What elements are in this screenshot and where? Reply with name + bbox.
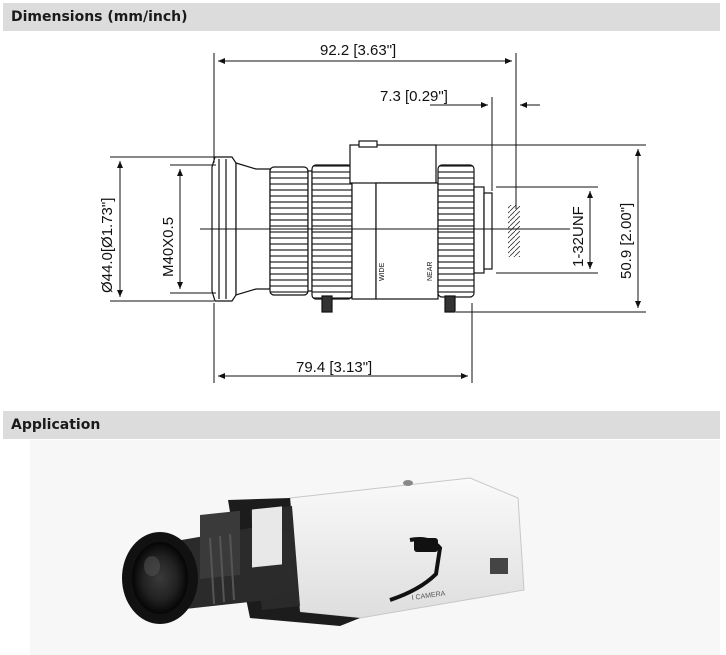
front-thread-label: M40X0.5 bbox=[160, 217, 177, 277]
camera-brand-text: I CAMERA bbox=[411, 590, 446, 602]
front-diameter-label: Ø44.0[Ø1.73"] bbox=[99, 198, 116, 293]
lens-outline bbox=[211, 140, 520, 313]
wide-marking: WIDE bbox=[379, 262, 386, 281]
dimension-lines bbox=[110, 53, 646, 383]
body-length-label: 79.4 [3.13"] bbox=[296, 359, 372, 376]
lens-labels: WIDE NEAR bbox=[379, 262, 434, 281]
lens-barrel bbox=[122, 506, 296, 624]
application-section-header: Application bbox=[3, 411, 720, 439]
camera-photo: I CAMERA bbox=[30, 440, 720, 655]
dimensions-title: Dimensions (mm/inch) bbox=[11, 9, 188, 25]
application-title: Application bbox=[11, 417, 101, 433]
dimensions-section-header: Dimensions (mm/inch) bbox=[3, 3, 720, 31]
overall-length-label: 92.2 [3.63"] bbox=[320, 42, 396, 59]
camera-body: I CAMERA bbox=[289, 477, 525, 619]
height-label: 50.9 [2.00"] bbox=[618, 203, 635, 279]
back-focus-label: 7.3 [0.29"] bbox=[380, 88, 448, 105]
near-marking: NEAR bbox=[427, 262, 434, 281]
lens-glass bbox=[132, 542, 188, 614]
dimension-labels: 92.2 [3.63"] 7.3 [0.29"] 79.4 [3.13"] Ø4… bbox=[99, 42, 635, 376]
dimension-drawing: WIDE NEAR 92.2 [3.63"] 7 bbox=[99, 42, 646, 383]
mount-thread-label: 1-32UNF bbox=[570, 206, 587, 267]
